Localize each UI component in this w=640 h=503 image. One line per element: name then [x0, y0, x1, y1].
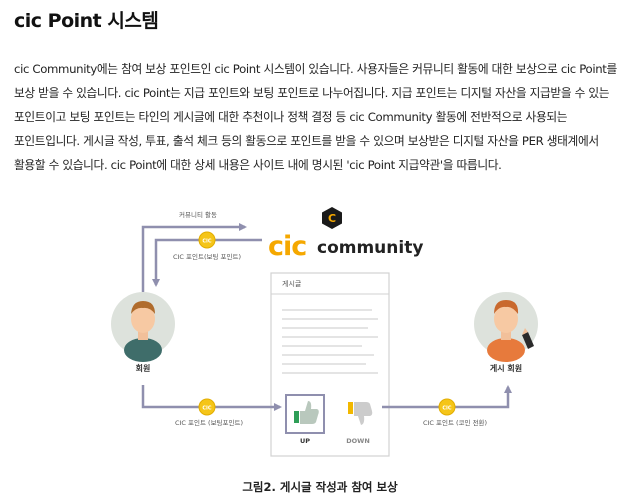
logo-cic-text: cic	[268, 231, 306, 262]
community-activity-arrow	[141, 223, 247, 292]
top-points-label: CIC 포인트(보팅 포인트)	[173, 252, 241, 261]
logo-badge-icon: C	[322, 207, 342, 229]
community-activity-label: 커뮤니티 활동	[179, 210, 217, 219]
reward-flow-diagram: 커뮤니티 활동 CIC CIC 포인트(보팅 포인트) C cic commun…	[111, 207, 538, 457]
down-label: DOWN	[346, 437, 370, 445]
svg-text:C: C	[328, 212, 336, 225]
svg-text:CIC: CIC	[442, 406, 452, 412]
paragraph-line: 활용할 수 있습니다. cic Point에 대한 상세 내용은 사이트 내에 …	[14, 158, 502, 172]
voting-points-return-arrow	[152, 238, 262, 287]
figure-caption: 그림2. 게시글 작성과 참여 보상	[242, 480, 398, 494]
member-label: 회원	[136, 363, 151, 373]
paragraph-line: 포인트이고 보팅 포인트는 타인의 게시글에 대한 추천이나 정책 결정 등 c…	[14, 110, 568, 124]
paragraph-line: cic Community에는 참여 보상 포인트인 cic Point 시스템…	[14, 62, 617, 76]
coin-icon: CIC	[198, 231, 216, 249]
description-paragraph: cic Community에는 참여 보상 포인트인 cic Point 시스템…	[14, 57, 638, 177]
coin-icon: CIC	[438, 398, 456, 416]
poster-label: 게시 회원	[490, 363, 522, 373]
thumbs-up-button	[285, 394, 325, 434]
bottom-left-points-label: CIC 포인트 (보팅포인트)	[175, 418, 243, 427]
logo-community-text: community	[317, 238, 423, 258]
coin-label: CIC	[202, 239, 212, 245]
bottom-right-points-label: CIC 포인트 (코인 전환)	[423, 418, 487, 427]
vote-arrow	[141, 385, 282, 411]
pen-icon	[522, 328, 534, 349]
cic-community-logo: C cic community	[268, 207, 423, 262]
member-avatar	[111, 292, 175, 362]
poster-avatar	[474, 292, 538, 362]
up-label: UP	[300, 437, 310, 445]
paragraph-line: 보상 받을 수 있습니다. cic Point는 지급 포인트와 보팅 포인트로…	[14, 86, 610, 100]
coin-icon: CIC	[198, 398, 216, 416]
thumbs-up-icon	[294, 401, 319, 424]
paragraph-line: 포인트입니다. 게시글 작성, 투표, 출석 체크 등의 활동으로 포인트를 받…	[14, 134, 599, 148]
post-title: 게시글	[282, 279, 302, 288]
coin-conversion-arrow	[382, 385, 512, 409]
svg-text:CIC: CIC	[202, 406, 212, 412]
thumbs-down-icon	[348, 402, 373, 425]
page-title: cic Point 시스템	[14, 10, 159, 32]
